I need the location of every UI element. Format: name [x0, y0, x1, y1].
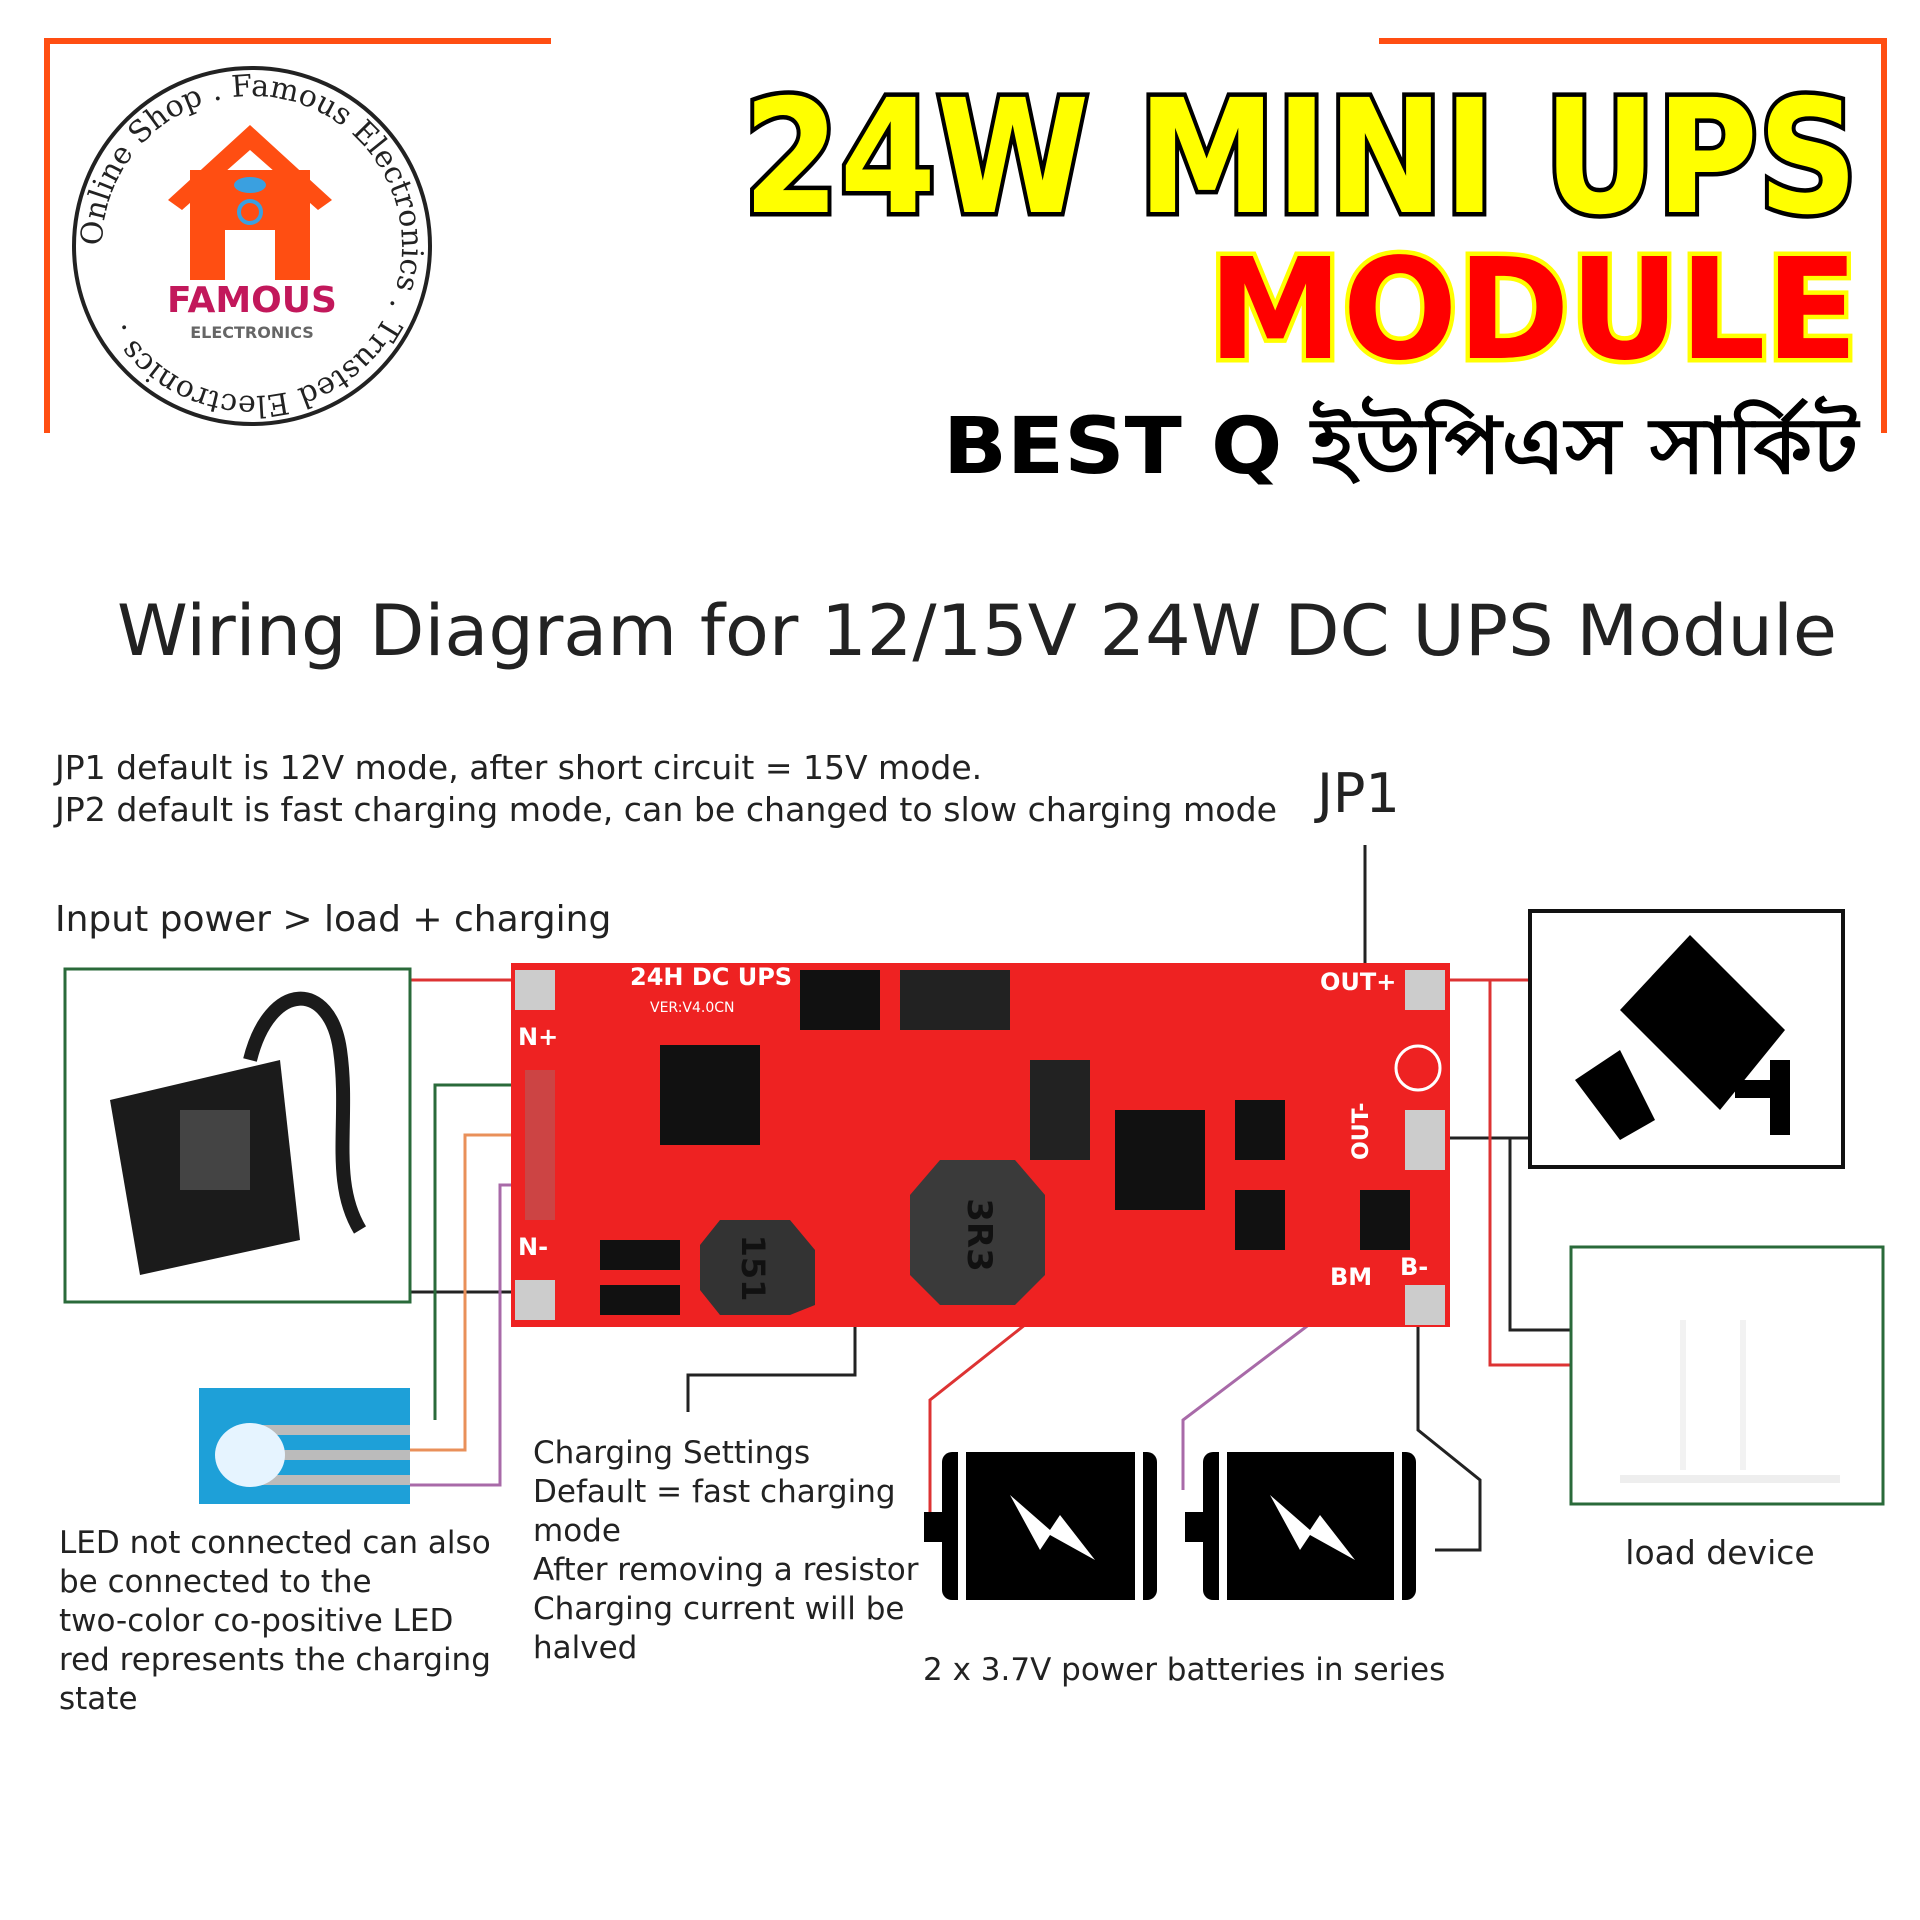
svg-text:Default = fast charging: Default = fast charging [533, 1474, 896, 1510]
jp1-note: JP1 default is 12V mode, after short cir… [53, 748, 982, 787]
svg-text:mode: mode [533, 1513, 621, 1549]
router-image [1569, 1245, 1885, 1506]
svg-text:Charging Settings: Charging Settings [533, 1435, 810, 1471]
battery-icon [1185, 1452, 1416, 1600]
svg-text:N+: N+ [518, 1023, 558, 1051]
famous-electronics-logo: Online Shop . Famous Electronics . Trust… [72, 66, 432, 426]
ups-pcb-board: 24H DC UPS VER:V4.0CN N+ N- OUT+ OUT- B-… [511, 963, 1450, 1327]
led-note: LED not connected can also be connected … [59, 1525, 491, 1717]
svg-text:151: 151 [734, 1235, 772, 1302]
jp1-label: JP1 [1314, 762, 1400, 825]
battery-icon [924, 1452, 1157, 1600]
input-label: Input power > load + charging [55, 899, 611, 940]
svg-text:halved: halved [533, 1630, 637, 1666]
svg-text:Charging current will be: Charging current will be [533, 1591, 904, 1627]
cctv-camera-icon [1528, 909, 1845, 1169]
orange-frame [44, 38, 1887, 433]
svg-text:state: state [59, 1681, 138, 1717]
svg-text:B-: B- [1400, 1253, 1428, 1281]
subtitle-bengali: BEST Q ইউপিএস সার্কিট [943, 395, 1861, 492]
svg-text:OUT-: OUT- [1349, 1103, 1374, 1160]
svg-text:ELECTRONICS: ELECTRONICS [190, 323, 314, 342]
svg-text:red represents the charging: red represents the charging [59, 1642, 491, 1678]
charging-note: Charging Settings Default = fast chargin… [533, 1435, 919, 1666]
jp2-note: JP2 default is fast charging mode, can b… [53, 790, 1277, 829]
svg-text:two-color co-positive LED: two-color co-positive LED [59, 1603, 453, 1639]
svg-text:3R3: 3R3 [959, 1198, 999, 1272]
house-icon [168, 125, 332, 280]
title-line-1: 24W MINI UPS [743, 66, 1858, 250]
battery-caption: 2 x 3.7V power batteries in series [923, 1652, 1445, 1688]
svg-text:24H DC UPS: 24H DC UPS [630, 963, 792, 991]
diagram-heading: Wiring Diagram for 12/15V 24W DC UPS Mod… [117, 590, 1837, 672]
load-device-label: load device [1625, 1533, 1814, 1572]
svg-text:FAMOUS: FAMOUS [167, 280, 337, 321]
svg-text:After removing a resistor: After removing a resistor [533, 1552, 919, 1588]
svg-text:be connected to the: be connected to the [59, 1564, 372, 1600]
led-image [199, 1388, 410, 1504]
svg-text:LED not connected can also: LED not connected can also [59, 1525, 491, 1561]
title-line-2: MODULE [1208, 229, 1858, 392]
svg-text:VER:V4.0CN: VER:V4.0CN [650, 1000, 735, 1016]
svg-text:OUT+: OUT+ [1320, 968, 1396, 996]
power-adapter-image [63, 967, 412, 1304]
svg-text:N-: N- [518, 1233, 548, 1261]
svg-text:BM: BM [1330, 1263, 1372, 1291]
